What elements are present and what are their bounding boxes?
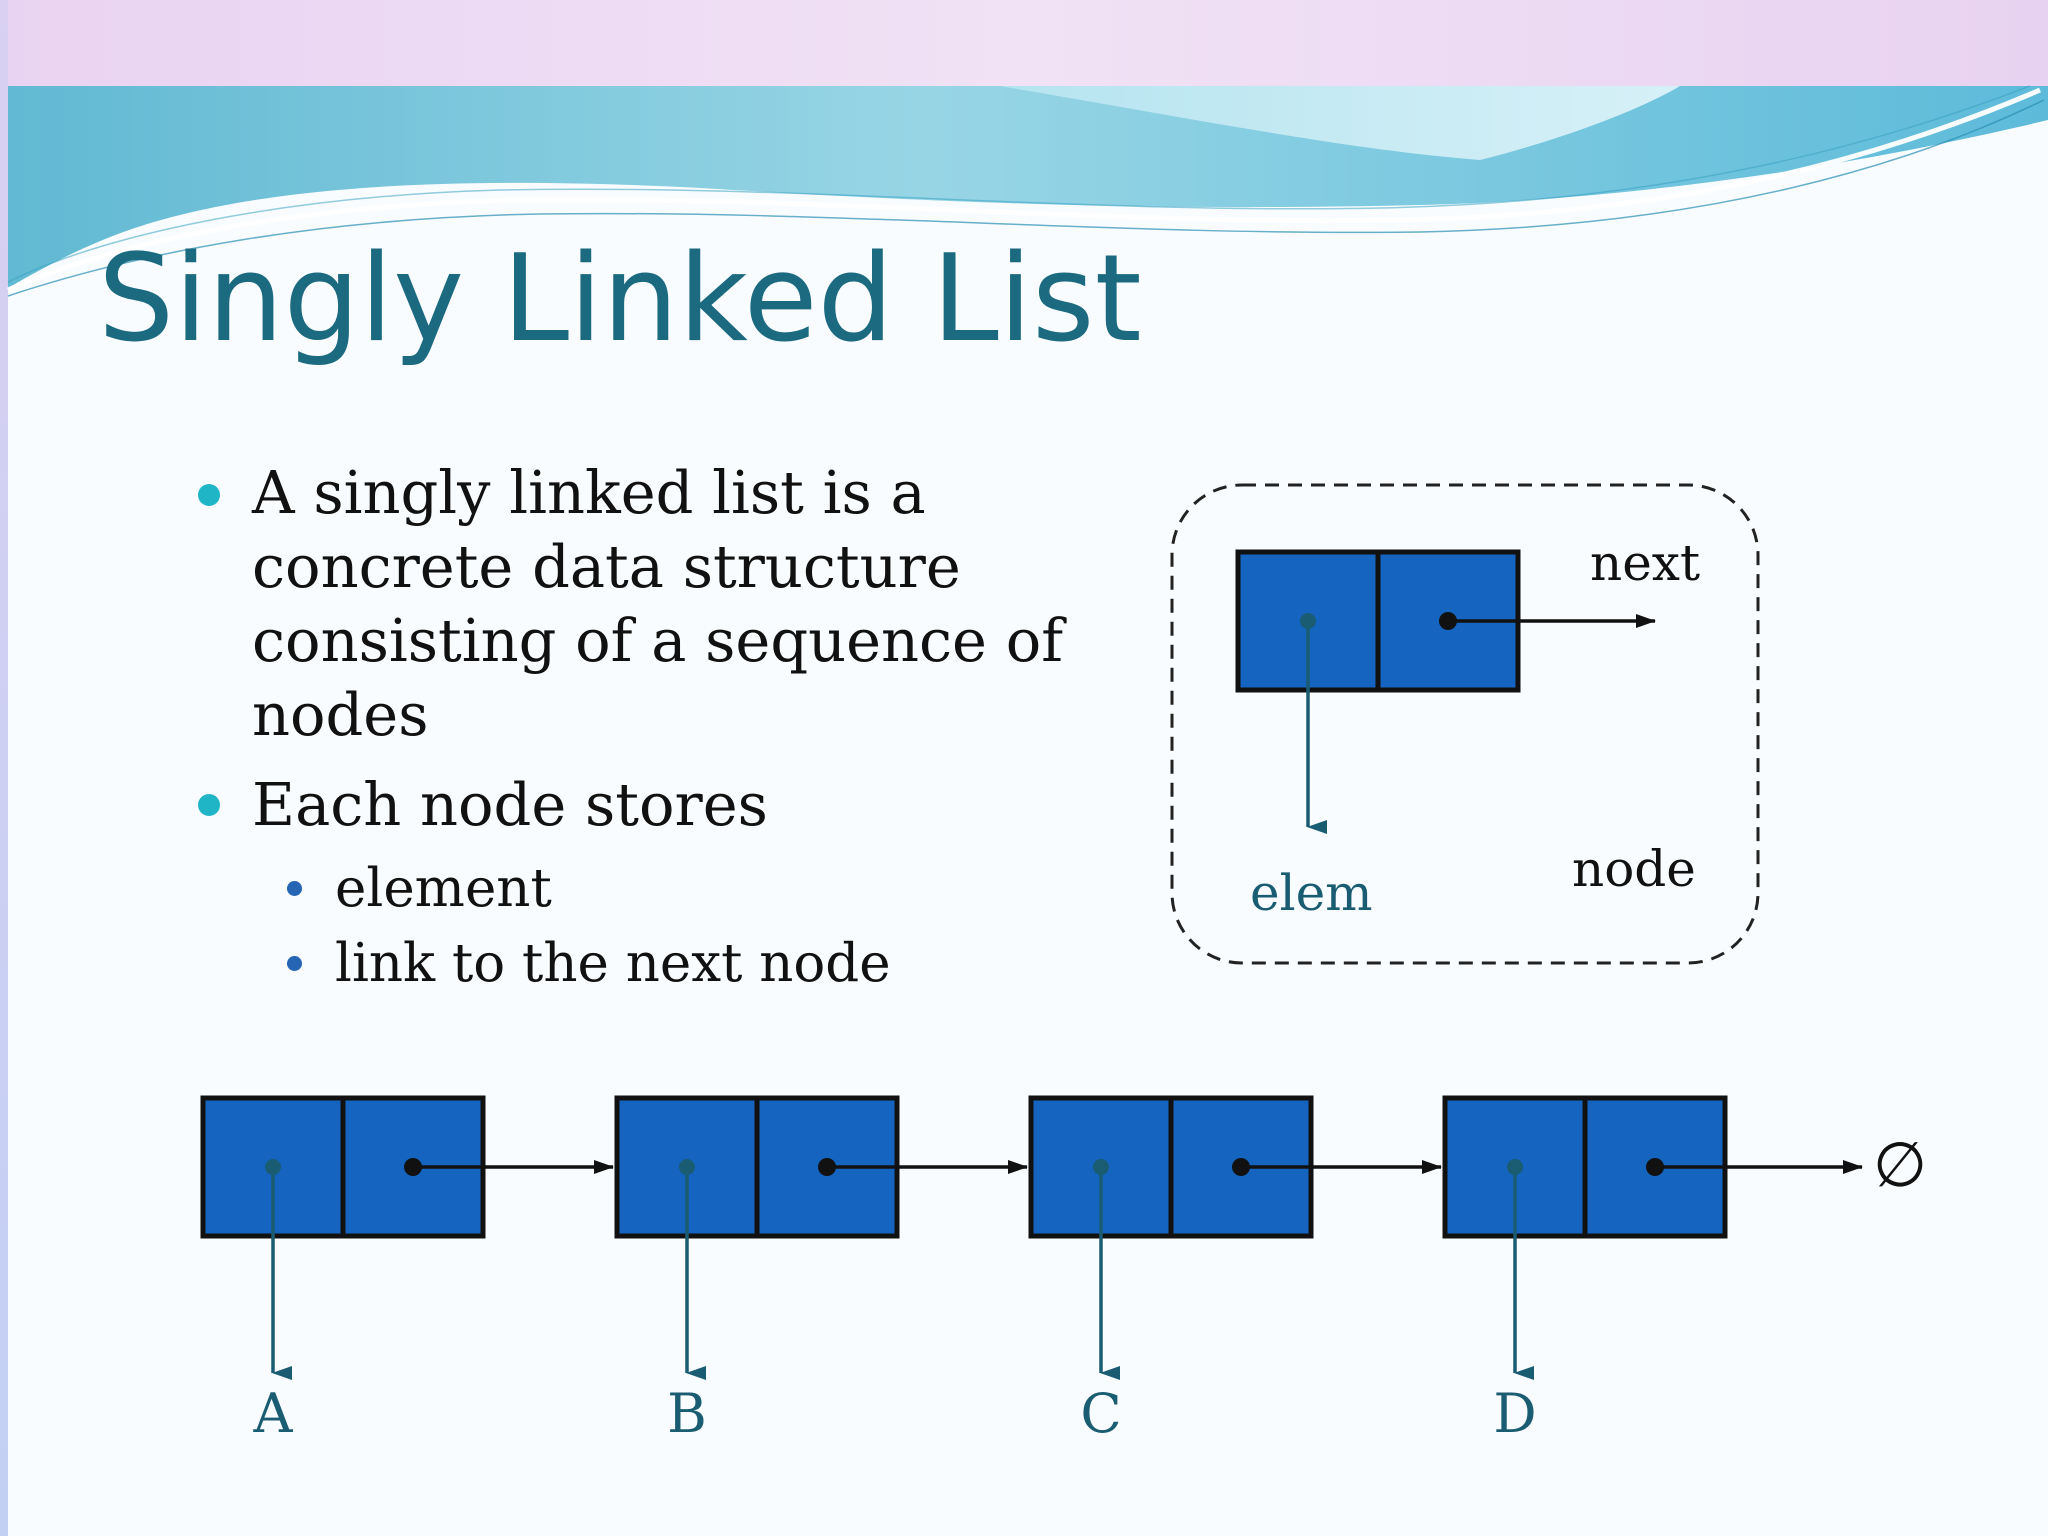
- bullet-line: nodes: [252, 680, 429, 749]
- bullet-line: consisting of a sequence of: [252, 606, 1064, 675]
- node-b-elem-dot: [679, 1159, 695, 1175]
- element-label-c: C: [1080, 1382, 1121, 1445]
- left-band: [0, 0, 8, 1536]
- node-c-next-dot: [1232, 1158, 1250, 1176]
- sub-bullet-line: element: [335, 858, 552, 919]
- top-band: [0, 0, 2048, 86]
- element-label-a: A: [253, 1382, 294, 1445]
- bullet-line: A singly linked list is a: [252, 458, 926, 527]
- node-b-next-dot: [818, 1158, 836, 1176]
- bullet-line: concrete data structure: [252, 532, 961, 601]
- legend-elem-label: elem: [1250, 864, 1373, 922]
- wave-line-1: [6, 87, 2041, 293]
- node-legend: next elem node: [1170, 483, 1760, 965]
- legend-node-label: node: [1572, 840, 1696, 898]
- node-c-elem-dot: [1093, 1159, 1109, 1175]
- sub-bullet-line: link to the next node: [335, 933, 891, 994]
- bullet-marker: [198, 794, 220, 816]
- node-d-elem-dot: [1507, 1159, 1523, 1175]
- legend-next-dot: [1439, 612, 1457, 630]
- legend-elem-dot: [1300, 613, 1316, 629]
- top-wave-highlight: [1000, 86, 1680, 160]
- legend-next-label: next: [1590, 534, 1700, 592]
- linked-list-chain: A B C D ∅: [200, 1095, 1927, 1445]
- bullet-marker: [198, 484, 220, 506]
- element-label-d: D: [1493, 1382, 1536, 1445]
- null-terminator: ∅: [1873, 1128, 1927, 1201]
- slide-title: Singly Linked List: [98, 230, 1142, 369]
- node-a-elem-dot: [265, 1159, 281, 1175]
- node-a-next-dot: [404, 1158, 422, 1176]
- wave-line-3: [7, 85, 2031, 283]
- sub-bullet-marker: [287, 881, 302, 896]
- element-label-b: B: [667, 1382, 707, 1445]
- sub-bullet-marker: [287, 956, 302, 971]
- wave-line-2: [7, 99, 2045, 297]
- bullet-line: Each node stores: [252, 770, 768, 839]
- legend-dashed-frame: [1170, 483, 1760, 965]
- node-d-next-dot: [1646, 1158, 1664, 1176]
